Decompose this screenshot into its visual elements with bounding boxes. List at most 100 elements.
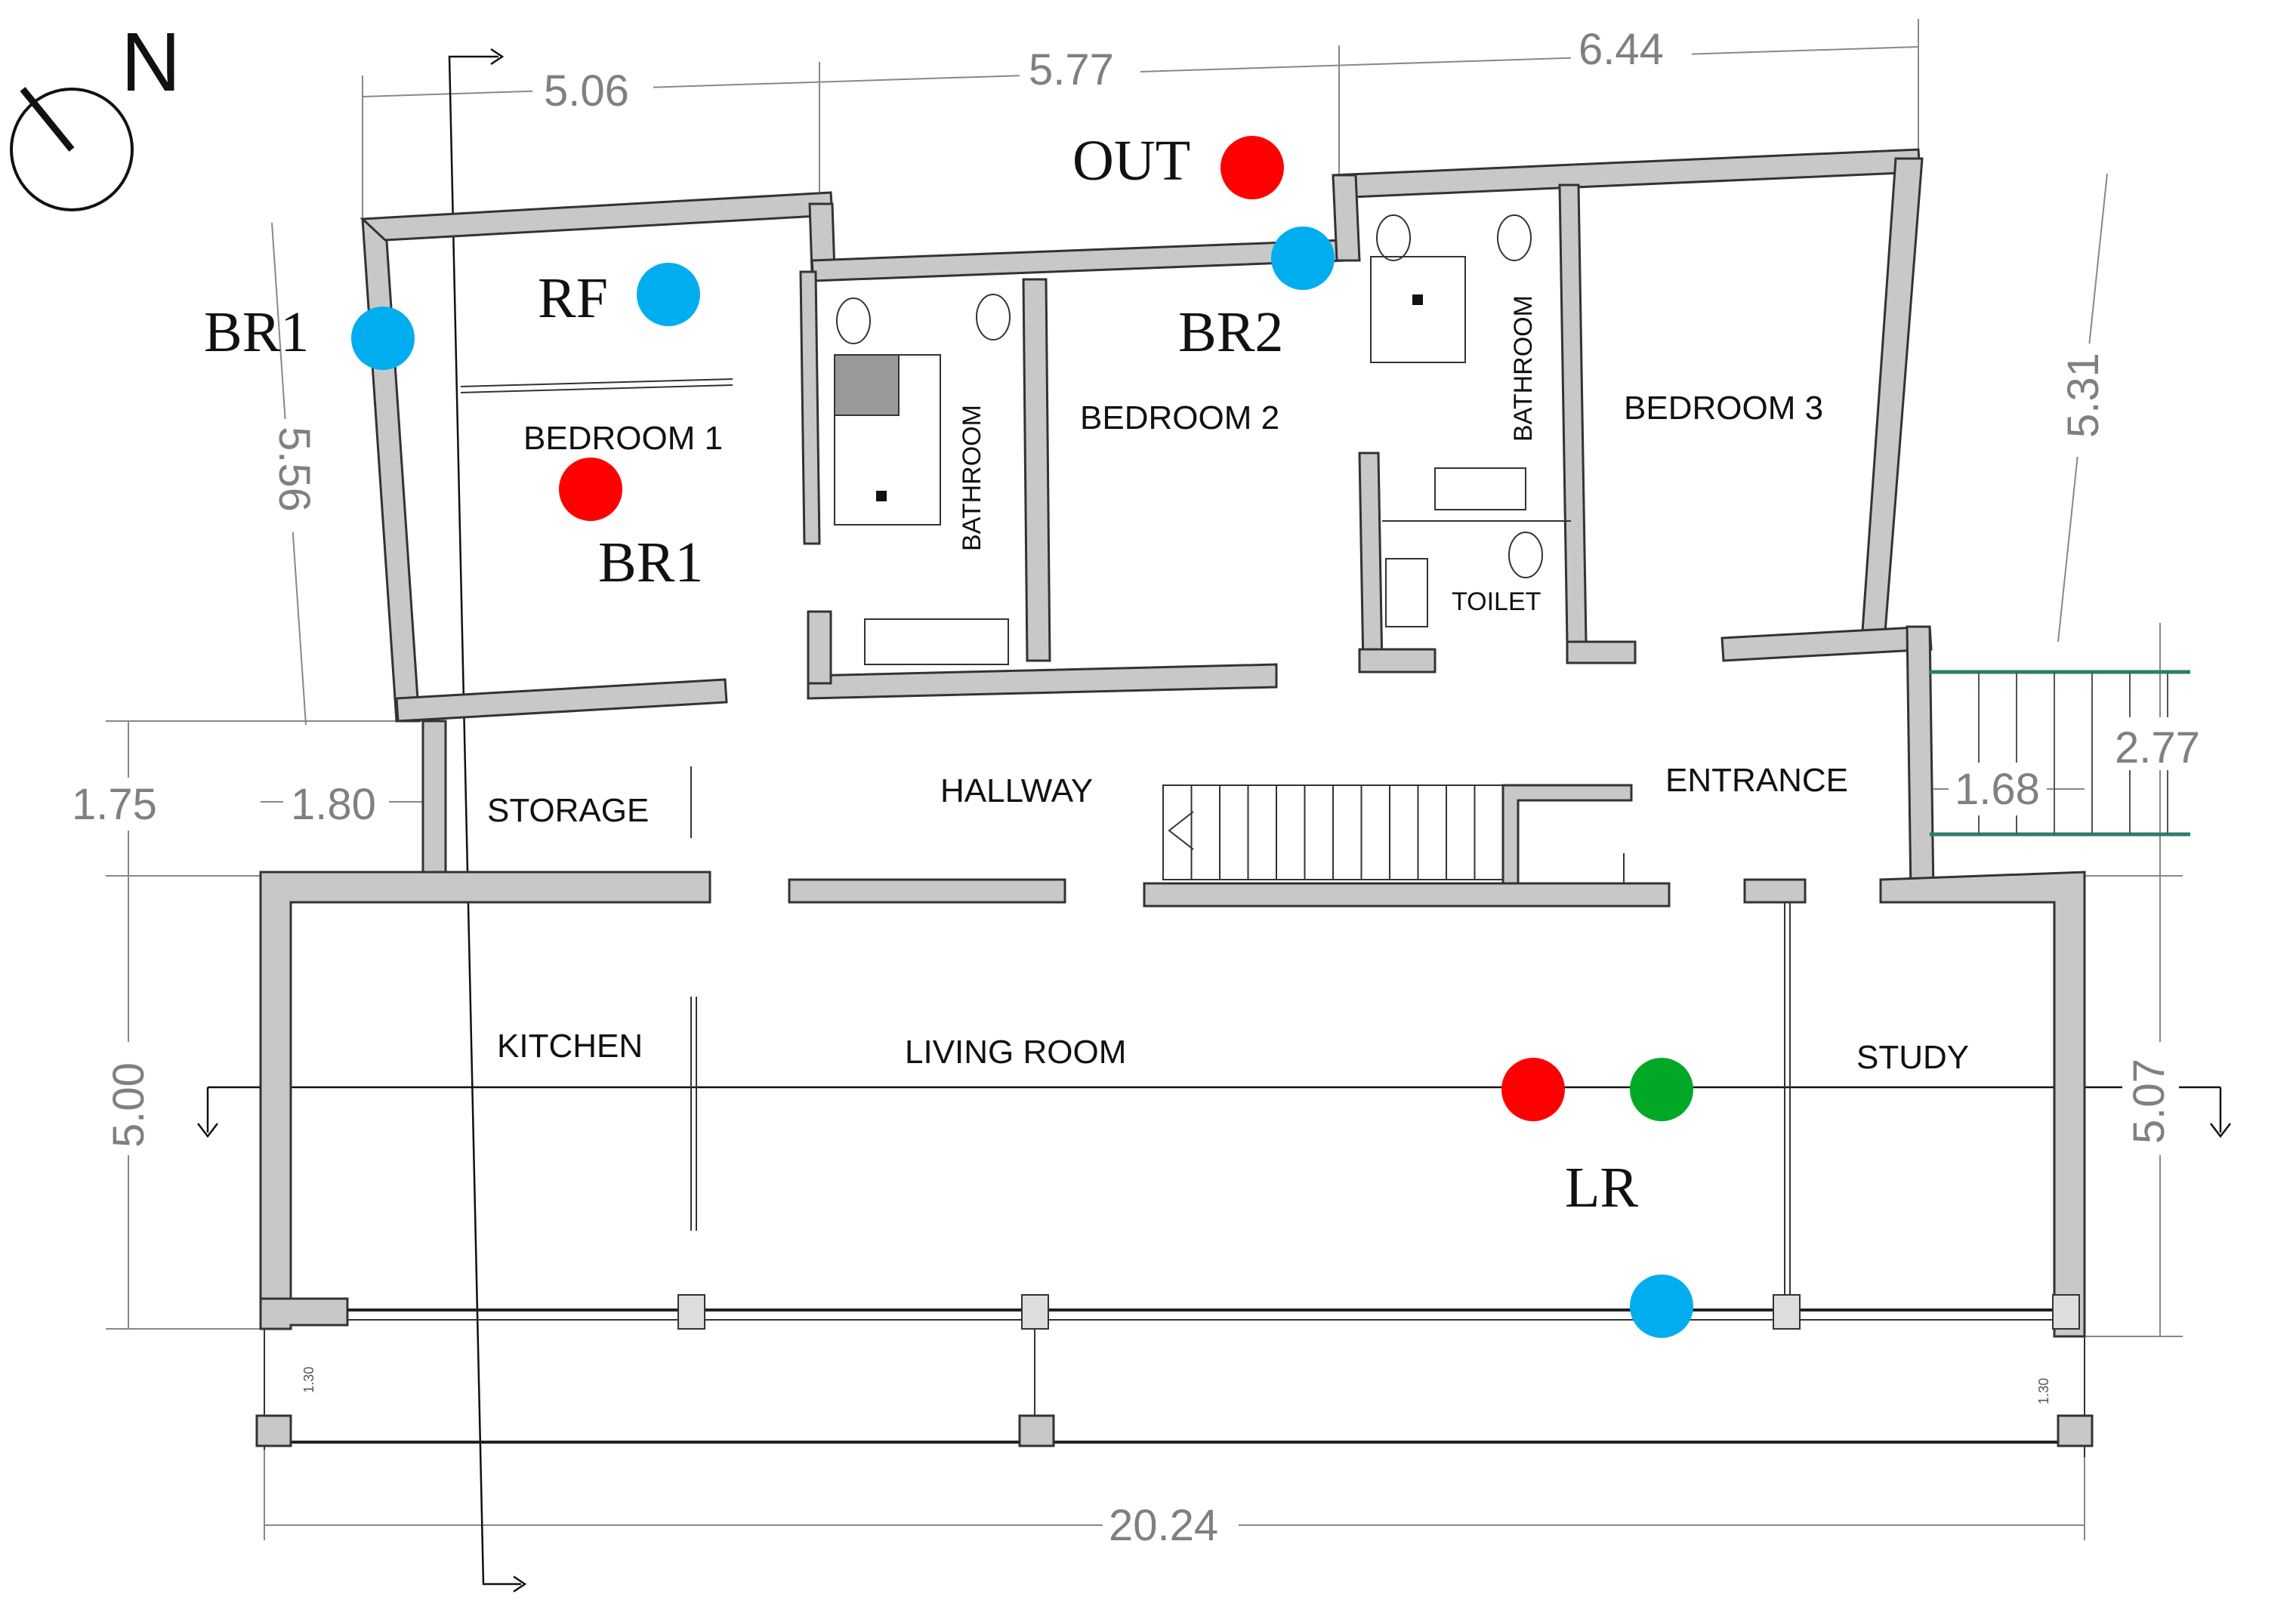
marker-label-br2: BR2	[1178, 301, 1283, 364]
wall-stair-enclosure	[1501, 784, 1633, 885]
sink-bath2	[1434, 467, 1526, 510]
section-lines	[197, 48, 2231, 1593]
wall-bedroom1-west	[361, 217, 421, 723]
section-arrow-right	[2210, 1123, 2231, 1139]
wall-bathroom-west	[1332, 174, 1361, 262]
wall-bath2-east	[1558, 183, 1588, 643]
dim-right-living: 5.07	[2125, 1059, 2174, 1144]
windows	[257, 378, 2092, 1457]
room-label-entrance: ENTRANCE	[1665, 762, 1848, 799]
wc-1	[836, 297, 871, 344]
wc-5	[1508, 532, 1543, 578]
dim-porch-left: 1.30	[301, 1367, 316, 1393]
dim-bg-left-bedroom	[268, 419, 325, 532]
dim-bg-top-1	[532, 59, 653, 112]
room-label-toilet: TOILET	[1452, 587, 1541, 616]
wall-bedroom1-partition	[799, 270, 821, 545]
room-label-bedroom3: BEDROOM 3	[1624, 390, 1823, 427]
sink-double	[864, 618, 1009, 665]
marker-rf-blue	[637, 263, 700, 326]
dim-bg-right-living	[2122, 1042, 2179, 1155]
wall-bedroom3-south	[1720, 625, 1933, 662]
marker-lr-blue	[1630, 1274, 1693, 1338]
north-needle	[20, 87, 75, 152]
north-label: N	[121, 16, 181, 109]
marker-label-out: OUT	[1072, 129, 1190, 193]
wall-hall-west	[421, 720, 447, 896]
shower-tray-2	[1370, 256, 1466, 363]
wall-bathroom-north	[1332, 148, 1921, 199]
marker-lr-green	[1630, 1058, 1693, 1121]
room-label-bedroom1: BEDROOM 1	[523, 420, 723, 457]
north-circle	[10, 88, 134, 211]
wc-3	[1376, 214, 1411, 261]
post-2	[1021, 1294, 1049, 1330]
wall-bath1-west-stub	[807, 610, 832, 685]
post-3	[1773, 1294, 1801, 1330]
external-stair	[1930, 670, 2190, 837]
dim-bg-total	[1103, 1499, 1239, 1552]
wall-toilet-south	[1566, 640, 1637, 664]
room-label-study: STUDY	[1856, 1039, 1969, 1076]
section-arrow-left	[197, 1123, 218, 1139]
room-labels: BEDROOM 1 BEDROOM 2 BEDROOM 3 BATHROOM B…	[487, 295, 1969, 1076]
dimension-labels: 5.06 5.77 6.44 5.31 5.56 1.75 1.80 5.00 …	[68, 23, 2209, 1552]
dim-stair-width: 1.68	[1955, 765, 2040, 814]
marker-br2-blue	[1271, 227, 1335, 290]
room-label-storage: STORAGE	[487, 792, 649, 829]
dim-bg-stair-length	[2111, 717, 2209, 770]
post-4	[2052, 1294, 2080, 1330]
dim-top-1: 5.06	[544, 66, 629, 116]
dim-porch-right: 1.30	[2036, 1378, 2051, 1404]
stair-arrow	[1168, 811, 1194, 850]
wall-bedroom3-east	[1860, 157, 1924, 643]
dim-bg-left-living	[102, 1042, 159, 1155]
sensor-markers: OUT RF BR1 BR1 BR2 LR	[204, 129, 1693, 1338]
room-label-bathroom-a: BATHROOM	[958, 405, 986, 551]
wall-bath1-south	[807, 663, 1278, 700]
fixtures	[834, 214, 1571, 665]
marker-label-br1-outer: BR1	[204, 301, 309, 364]
wall-living-north-c	[1743, 878, 1807, 904]
post-1	[677, 1294, 705, 1330]
walls	[259, 148, 2086, 1338]
column-2	[1018, 1414, 1055, 1447]
sink-toilet	[1385, 558, 1428, 627]
wall-bedroom2-north	[810, 239, 1347, 282]
window-bedroom1-divider-2	[460, 384, 733, 393]
columns	[255, 1294, 2094, 1447]
wall-living-north-b	[1143, 882, 1671, 908]
dim-left-hall: 1.75	[72, 780, 157, 829]
marker-br1-outer-blue	[351, 307, 415, 370]
dim-bg-right-bedroom	[2054, 344, 2111, 457]
wall-bath1-east	[1022, 278, 1051, 662]
wall-living-south	[259, 1297, 349, 1330]
room-label-living-room: LIVING ROOM	[905, 1034, 1126, 1071]
room-label-bedroom2: BEDROOM 2	[1080, 399, 1279, 436]
dim-bg-left-hall	[68, 778, 174, 831]
marker-label-lr: LR	[1565, 1156, 1638, 1219]
dim-left-living: 5.00	[104, 1062, 153, 1148]
stair-treads	[1190, 785, 1476, 880]
north-arrow: N	[10, 16, 181, 211]
wall-living-north-east	[1879, 871, 2086, 1338]
wall-entrance-east	[1906, 625, 1935, 896]
room-label-kitchen: KITCHEN	[497, 1028, 643, 1065]
wall-bath2-west	[1358, 452, 1384, 670]
wall-living-north-a	[788, 878, 1066, 904]
dim-top-2: 5.77	[1029, 45, 1114, 94]
marker-lr-red	[1501, 1058, 1565, 1121]
marker-label-br1-inner: BR1	[598, 531, 703, 594]
section-line-vertical	[448, 55, 521, 1586]
wall-bedroom1-south	[395, 678, 728, 723]
section-arrow-top	[490, 48, 505, 66]
room-label-bathroom-b: BATHROOM	[1509, 295, 1538, 442]
dim-stair-length: 2.77	[2115, 723, 2200, 772]
marker-br1-inner-red	[559, 458, 622, 521]
dim-left-bedroom: 5.56	[270, 427, 319, 512]
dim-bg-top-3	[1571, 23, 1692, 76]
interior-stair	[1162, 784, 1504, 880]
dim-bg-stair	[1949, 763, 2047, 815]
shower-drain-2	[1412, 294, 1423, 305]
